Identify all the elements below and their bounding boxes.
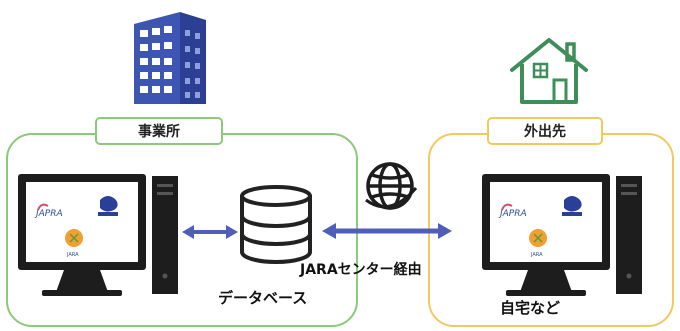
home-label: 外出先 xyxy=(487,117,603,145)
office-label: 事業所 xyxy=(95,117,223,145)
route-caption: JARAセンター経由 xyxy=(300,262,422,278)
house-icon xyxy=(510,38,588,104)
jara-logo-text: JARA xyxy=(66,252,79,258)
database-icon xyxy=(240,185,312,264)
remote-link-arrow xyxy=(322,223,452,239)
japra-logo-text: JAPRA xyxy=(34,209,63,219)
office-computer-icon: JAPRA JARA xyxy=(18,174,178,296)
jara-logo-text: JARA xyxy=(530,252,543,258)
globe-icon xyxy=(365,162,418,210)
home-computer-icon: JAPRA JARA xyxy=(482,174,642,296)
home-example-caption: 自宅など xyxy=(500,299,561,317)
office-building-icon xyxy=(134,12,206,104)
database-caption: データベース xyxy=(218,289,308,307)
office-link-arrow xyxy=(182,225,238,239)
japra-logo-text: JAPRA xyxy=(498,209,527,219)
